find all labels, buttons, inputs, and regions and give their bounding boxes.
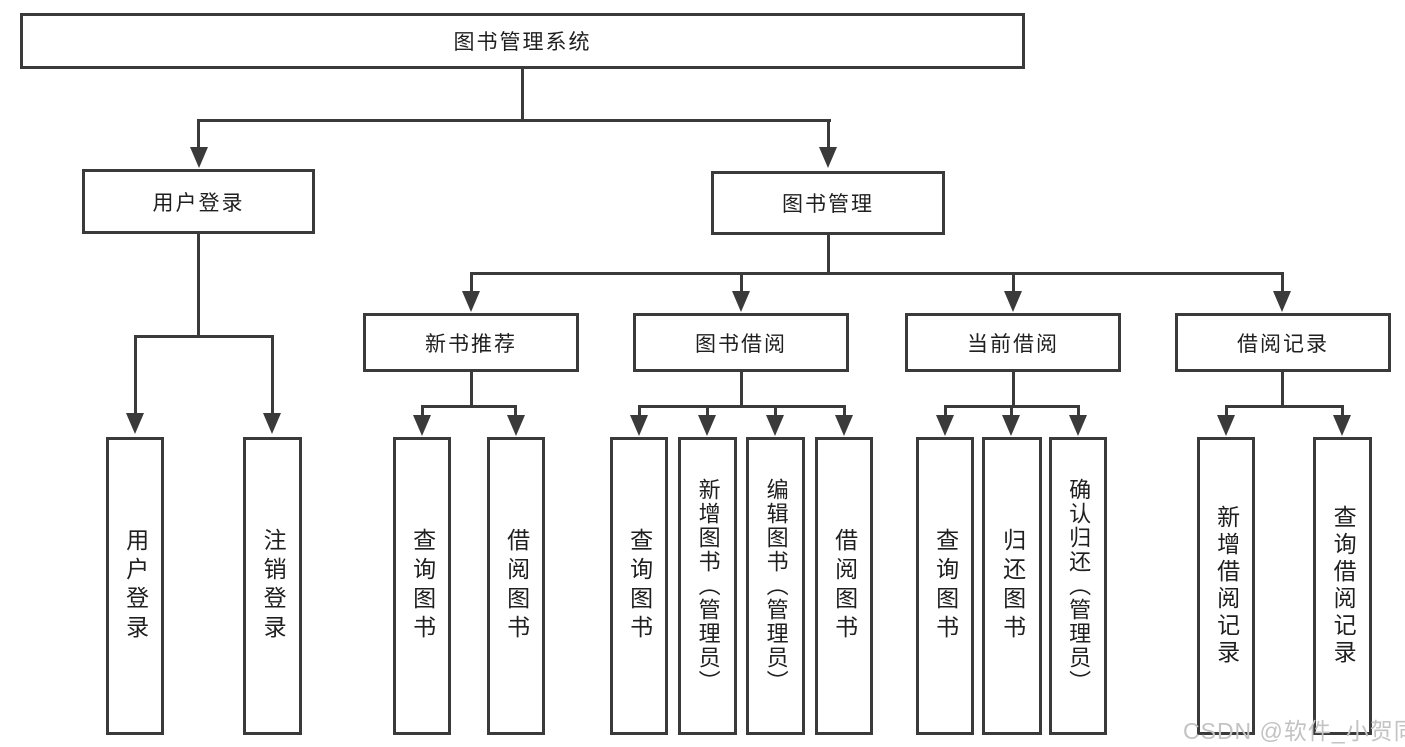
edge-seg [944, 405, 947, 419]
edge-records-stem [1281, 372, 1284, 408]
edge-seg [1225, 405, 1228, 419]
arrow-head [766, 415, 784, 436]
node-label: 新书推荐 [425, 332, 517, 356]
edge-seg [1341, 405, 1344, 419]
edge-bookmgmt-bar [470, 272, 1284, 275]
leaf-label: 查询图书 [626, 528, 653, 644]
edge-borrow-stem [740, 372, 743, 408]
leaf-label: 确认归还（管理员） [1066, 478, 1092, 694]
arrow-head [462, 291, 480, 312]
arrow-head [936, 415, 954, 436]
node-label: 图书管理 [782, 193, 874, 216]
edge-seg [1077, 405, 1080, 419]
arrow-head [1002, 415, 1020, 436]
leaf-label: 归还图书 [999, 528, 1026, 644]
csdn-watermark: CSDN @软件_小贺同学 [1183, 718, 1405, 744]
node-book-borrow: 图书借阅 [633, 313, 849, 372]
node-label: 当前借阅 [967, 332, 1059, 356]
leaf-query-borrow-record: 查询借阅记录 [1313, 437, 1372, 735]
leaf-add-books-admin: 新增图书（管理员） [678, 437, 737, 735]
leaf-label: 借阅图书 [503, 528, 530, 644]
edge-seg [843, 405, 846, 419]
arrow-head [1273, 291, 1291, 312]
leaf-user-login: 用户登录 [106, 437, 164, 735]
node-book-management: 图书管理 [711, 171, 945, 235]
edge-to-book-management [827, 119, 830, 150]
edge-seg [1010, 405, 1013, 419]
leaf-recommend-query-books: 查询图书 [393, 437, 451, 735]
leaf-return-books: 归还图书 [982, 437, 1042, 735]
node-current-borrow: 当前借阅 [905, 313, 1121, 372]
arrow-head [1333, 415, 1351, 436]
edge-to-book-borrow [740, 272, 743, 294]
edge-recommend-bar [421, 405, 517, 408]
arrow-head [507, 415, 525, 436]
edge-seg [514, 405, 517, 419]
arrow-head [630, 415, 648, 436]
edge-to-borrow-records [1281, 272, 1284, 294]
arrow-head [1217, 415, 1235, 436]
edge-recommend-stem [470, 372, 473, 408]
leaf-edit-books-admin: 编辑图书（管理员） [746, 437, 805, 735]
leaf-add-borrow-record: 新增借阅记录 [1197, 437, 1255, 735]
edge-to-new-book-recommend [470, 272, 473, 294]
arrow-head [413, 415, 431, 436]
arrow-head [819, 147, 837, 168]
edge-userlogin-stem [197, 233, 200, 338]
edge-records-bar [1225, 405, 1344, 408]
edge-bookmgmt-stem [827, 235, 830, 275]
leaf-label: 编辑图书（管理员） [763, 478, 789, 694]
leaf-label: 新增图书（管理员） [695, 478, 721, 694]
edge-seg [774, 405, 777, 419]
edge-userlogin-bar [134, 335, 274, 338]
node-new-book-recommend: 新书推荐 [363, 313, 579, 372]
arrow-head [698, 415, 716, 436]
node-label: 图书管理系统 [453, 31, 592, 54]
edge-to-leaf-logout [271, 335, 274, 417]
edge-root-stem [521, 68, 524, 120]
arrow-head [190, 147, 208, 168]
leaf-borrow-books: 借阅图书 [815, 437, 873, 735]
node-label: 图书借阅 [695, 332, 787, 356]
leaf-label: 查询图书 [932, 528, 959, 644]
arrow-head [1069, 415, 1087, 436]
arrow-head [835, 415, 853, 436]
arrow-head [263, 413, 281, 434]
leaf-label: 查询借阅记录 [1330, 505, 1357, 667]
node-label: 用户登录 [152, 191, 245, 215]
arrow-head [732, 291, 750, 312]
leaf-confirm-return-admin: 确认归还（管理员） [1049, 437, 1107, 735]
edge-borrow-bar [638, 405, 846, 408]
leaf-borrow-query-books: 查询图书 [610, 437, 668, 735]
leaf-label: 注销登录 [260, 528, 287, 644]
leaf-label: 查询图书 [409, 528, 436, 644]
leaf-label: 借阅图书 [831, 528, 858, 644]
edge-seg [706, 405, 709, 419]
leaf-recommend-borrow-books: 借阅图书 [487, 437, 545, 735]
edge-root-bar [197, 119, 831, 122]
edge-to-user-login [197, 119, 200, 150]
edge-to-current-borrow [1012, 272, 1015, 294]
node-label: 借阅记录 [1237, 332, 1329, 356]
leaf-logout: 注销登录 [243, 437, 302, 735]
edge-seg [638, 405, 641, 419]
arrow-head [126, 413, 144, 434]
node-root-library-system: 图书管理系统 [20, 13, 1025, 69]
edge-current-stem [1012, 372, 1015, 408]
edge-seg [421, 405, 424, 419]
leaf-label: 新增借阅记录 [1213, 505, 1240, 667]
edge-to-leaf-user-login [134, 335, 137, 417]
node-borrow-records: 借阅记录 [1175, 313, 1391, 372]
leaf-current-query-books: 查询图书 [916, 437, 974, 735]
node-user-login: 用户登录 [82, 169, 315, 234]
arrow-head [1004, 291, 1022, 312]
leaf-label: 用户登录 [122, 528, 149, 644]
